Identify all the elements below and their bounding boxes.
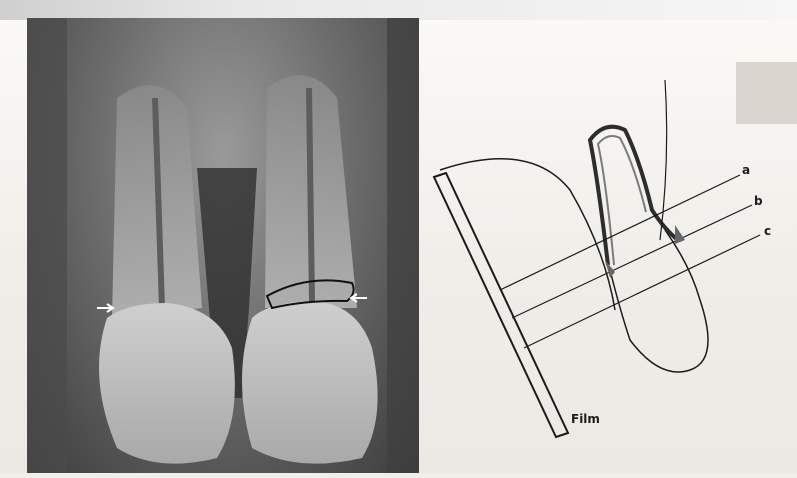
film-plate	[434, 173, 568, 437]
line-label-c: c	[764, 224, 771, 238]
film-label: Film	[571, 412, 600, 426]
projection-line-c	[524, 235, 760, 348]
right-arrow-marker	[351, 294, 367, 302]
upper-line	[660, 80, 667, 240]
left-arrow-marker	[97, 304, 113, 312]
page-edge-shadow	[0, 0, 797, 20]
right-root-canal	[309, 88, 312, 303]
projection-line-b	[512, 205, 752, 318]
tooth-outline	[610, 230, 708, 372]
radiograph-image	[27, 18, 419, 473]
line-label-b: b	[754, 194, 763, 208]
right-tooth-crown	[242, 301, 378, 464]
left-tooth-crown	[99, 303, 235, 464]
projection-diagram: a b c Film	[420, 60, 797, 473]
soft-tissue-outline	[440, 159, 615, 310]
projection-line-a	[500, 175, 740, 290]
line-label-a: a	[742, 163, 750, 177]
apex-shade-right	[675, 225, 685, 244]
dental-radiograph	[27, 18, 419, 473]
diagram-svg	[420, 60, 797, 473]
